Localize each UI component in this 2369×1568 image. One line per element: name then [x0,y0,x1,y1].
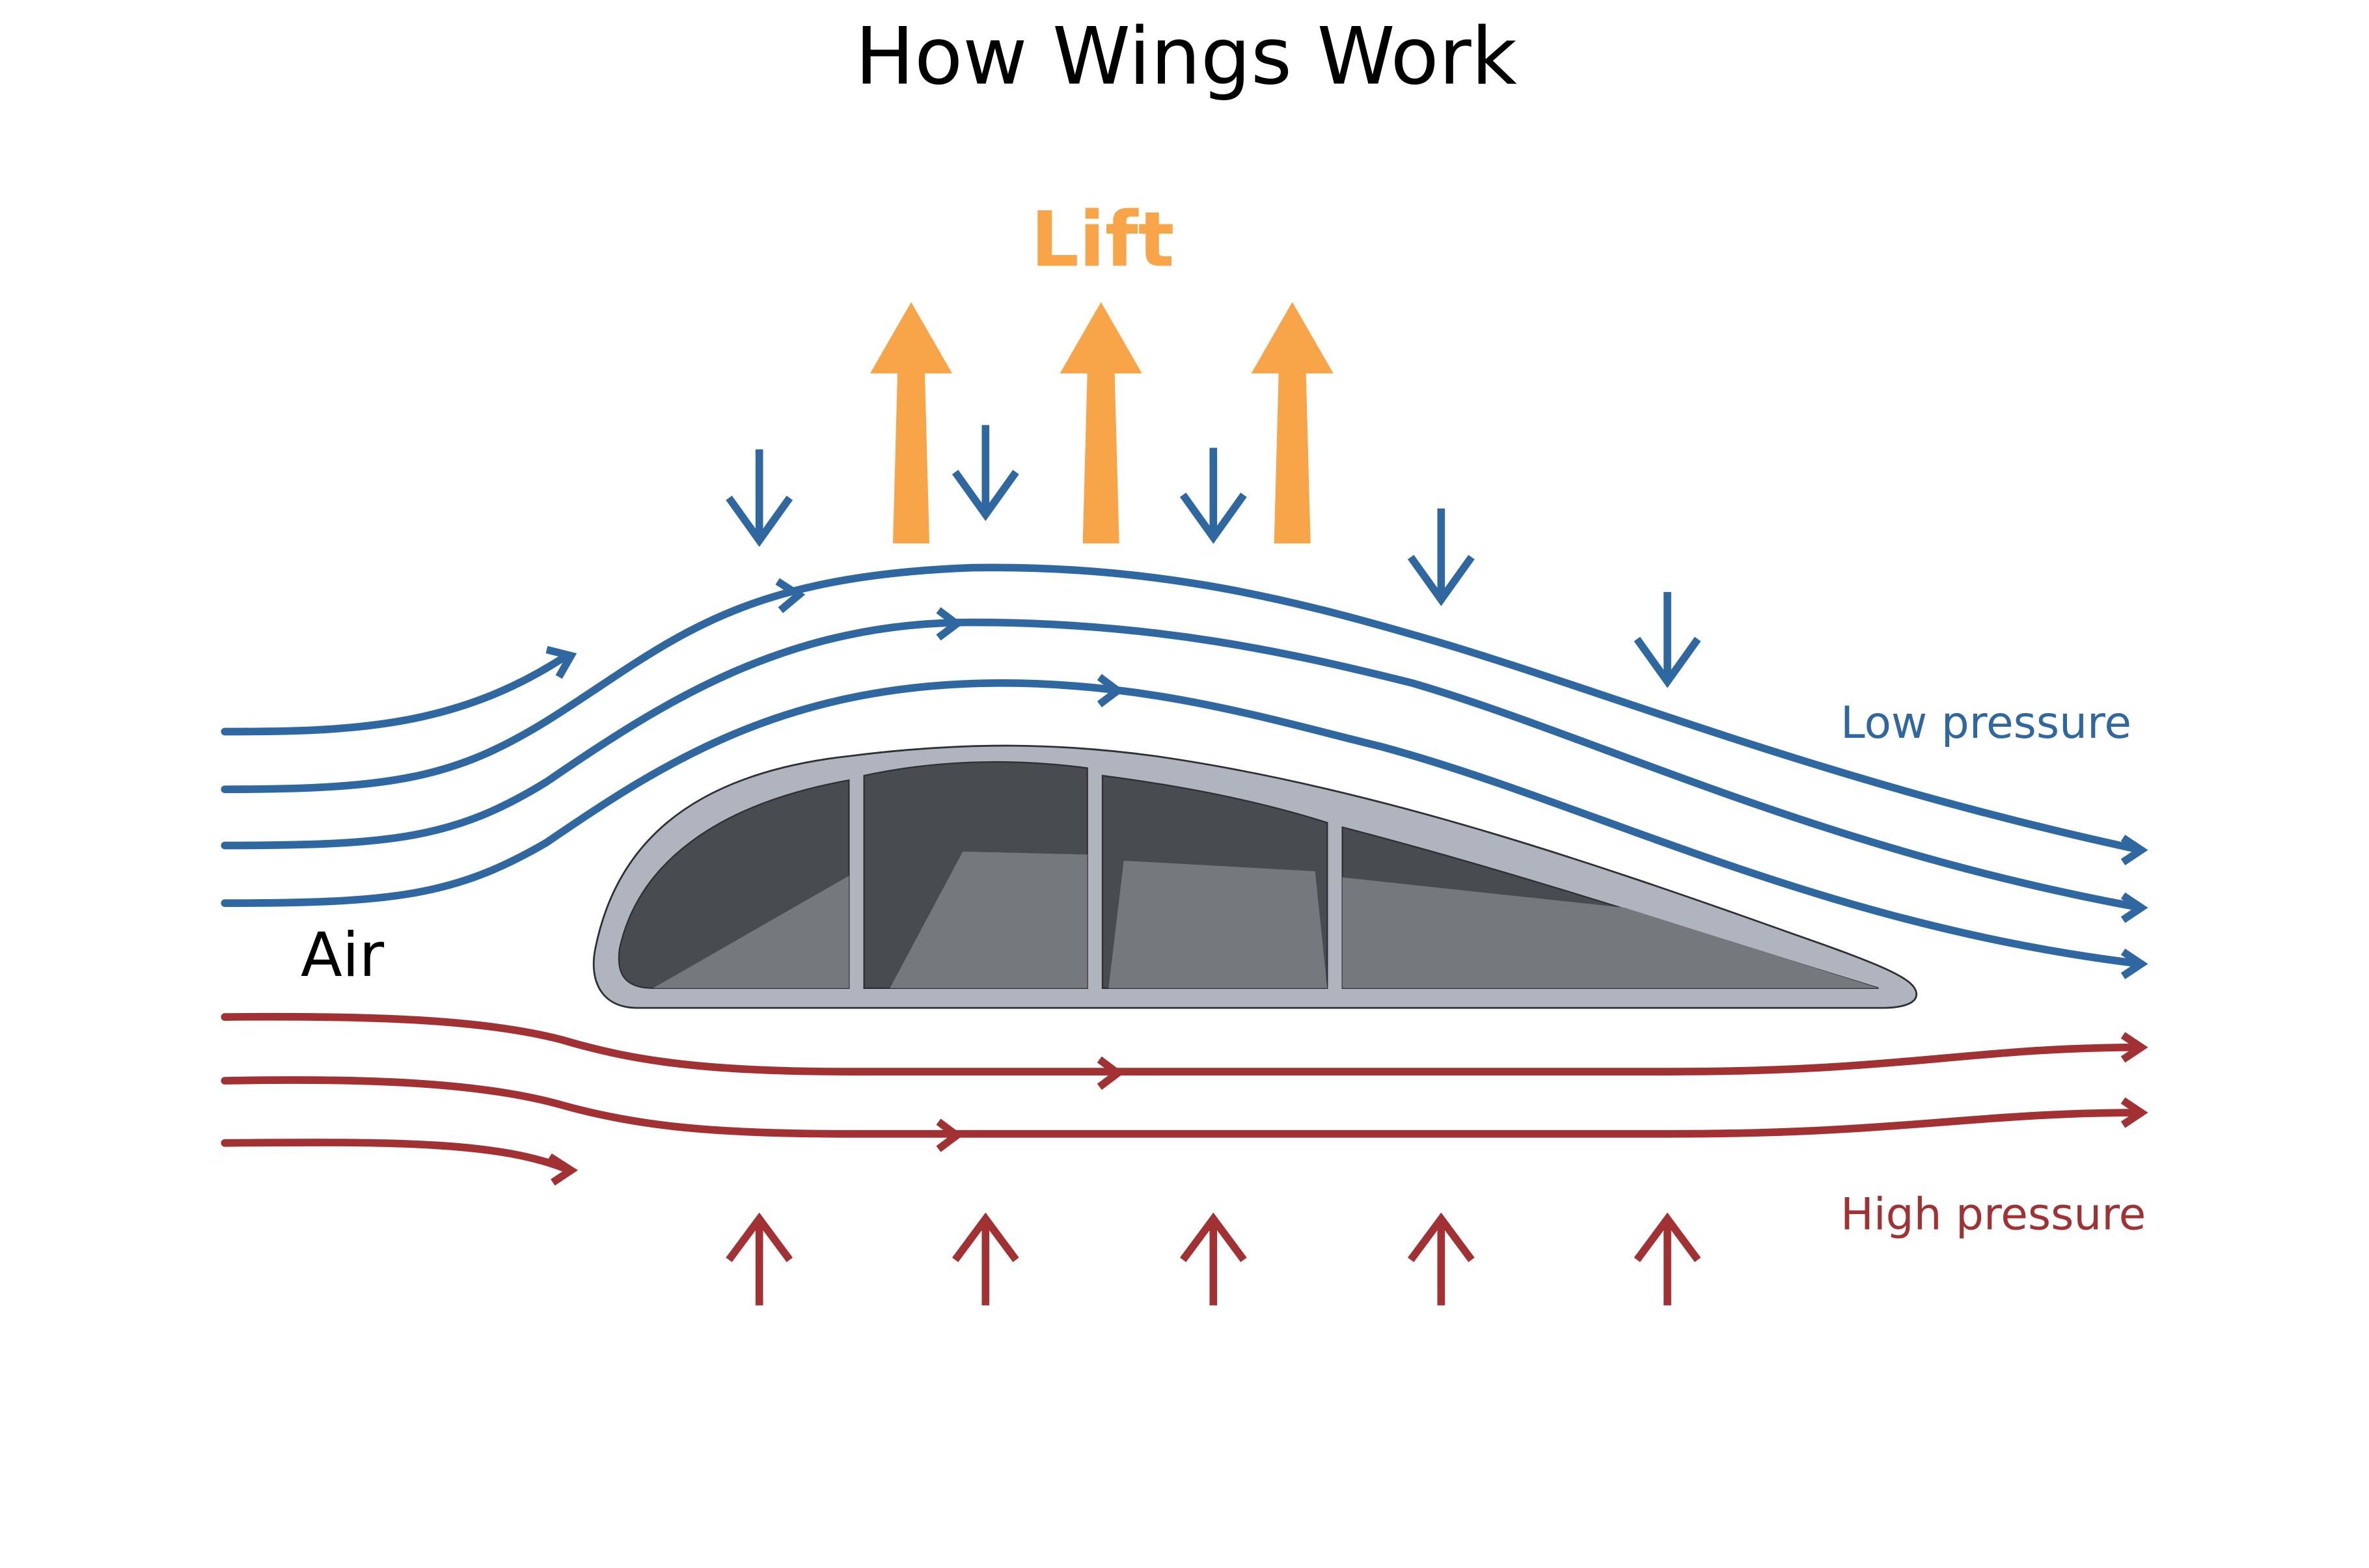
airflow-line [221,1076,2145,1138]
high-pressure-arrows [726,1212,1701,1306]
lift-arrow [1251,302,1334,544]
down-arrow-icon [1407,508,1475,606]
flow-arrowhead [2120,948,2148,979]
up-arrow-icon [1407,1212,1475,1306]
flow-arrowhead [1097,673,1125,708]
airflow-line [221,1012,2145,1075]
upper-airflow [221,563,2148,979]
down-arrow-icon [1179,448,1247,544]
high-pressure-label: High pressure [1841,1189,2146,1240]
flow-arrowhead [1097,1056,1125,1090]
airflow-line [221,679,2145,968]
flow-arrowhead [936,607,963,641]
up-arrow-icon [1179,1212,1247,1306]
flow-arrowhead [547,1153,578,1186]
lift-label: Lift [1031,195,1175,284]
down-arrow-icon [952,425,1019,521]
wing-bay-highlight [1342,877,1879,988]
air-label: Air [301,920,385,991]
flow-arrowhead [545,645,577,679]
wing-airfoil [592,744,1918,1009]
lift-arrows [870,302,1334,544]
flow-arrowhead [936,1118,963,1152]
up-arrow-icon [1634,1212,1701,1306]
lift-arrow [870,302,952,544]
up-arrow-icon [726,1212,793,1306]
down-arrow-icon [1634,591,1701,688]
airflow-line [221,652,571,736]
flow-arrowhead [2120,1097,2148,1128]
lift-arrow [1060,302,1142,544]
airflow-line [221,618,2145,912]
airflow-line [221,563,2145,854]
airflow-line [221,1139,573,1174]
up-arrow-icon [952,1212,1019,1306]
low-pressure-label: Low pressure [1841,697,2131,748]
wing-bay-highlight [890,851,1088,988]
flow-arrowhead [775,578,806,614]
low-pressure-arrows [726,425,1701,688]
lower-airflow [221,1012,2148,1186]
diagram-title: How Wings Work [855,10,1517,102]
flow-arrowhead [2120,1032,2148,1063]
down-arrow-icon [726,449,793,547]
flow-arrowhead [2120,892,2148,923]
flow-arrowhead [2120,834,2148,866]
wing-bay-highlight [1108,860,1328,988]
